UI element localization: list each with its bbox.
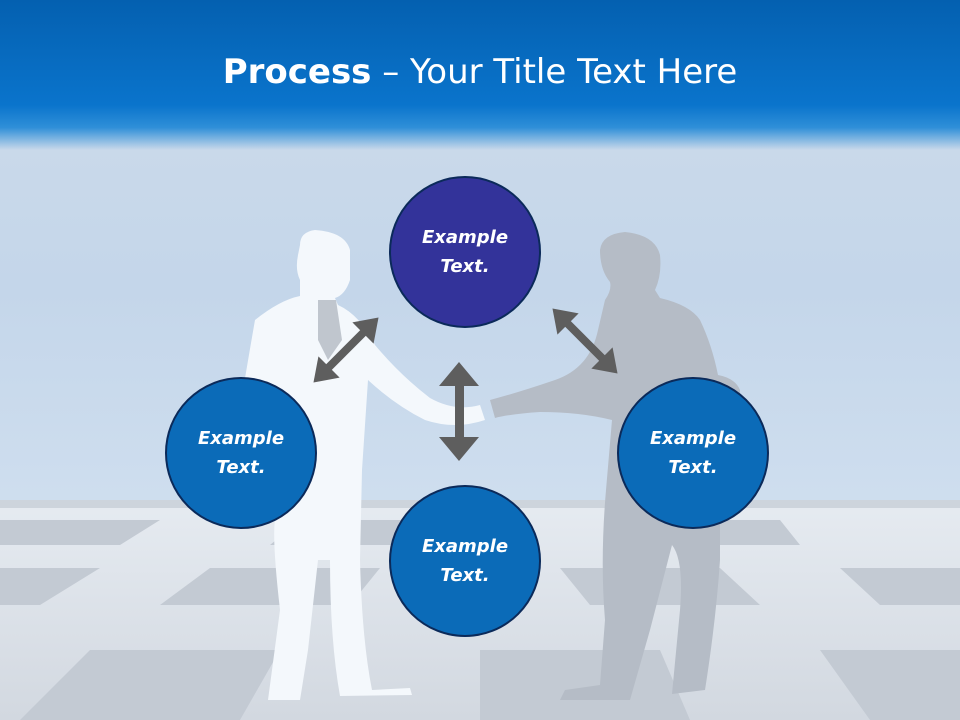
title-rest: – Your Title Text Here	[371, 52, 738, 92]
slide-title: Process – Your Title Text Here	[0, 52, 960, 92]
process-node-right: Example Text.	[617, 377, 769, 529]
title-bar	[0, 0, 960, 150]
left-tie	[318, 300, 342, 360]
left-businessman-silhouette	[210, 230, 485, 700]
right-businessman-silhouette	[490, 232, 740, 700]
process-node-bottom: Example Text.	[389, 485, 541, 637]
process-node-left: Example Text.	[165, 377, 317, 529]
vertical-arrow-center	[439, 362, 479, 461]
node-bottom-label: Example Text.	[421, 536, 509, 586]
process-node-top: Example Text.	[389, 176, 541, 328]
diagonal-arrow-left	[313, 317, 379, 383]
node-left-label: Example Text.	[197, 428, 285, 478]
title-strong: Process	[222, 52, 372, 92]
diagonal-arrow-right	[552, 308, 618, 374]
node-top-label: Example Text.	[421, 227, 509, 277]
node-right-label: Example Text.	[649, 428, 737, 478]
